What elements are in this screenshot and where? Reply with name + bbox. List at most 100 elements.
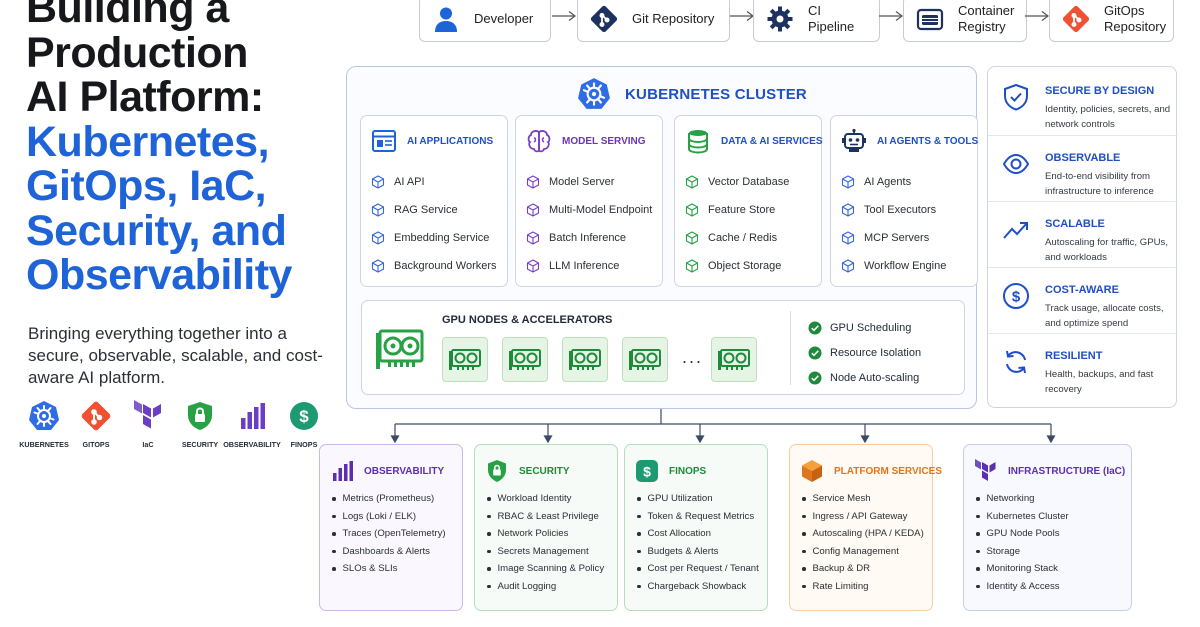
- gpu-title: GPU NODES & ACCELERATORS: [442, 314, 613, 326]
- list-item: Backup & DR: [802, 560, 924, 578]
- flow-label: Git Repository: [632, 11, 715, 26]
- gpu-card-icon: [376, 329, 424, 369]
- git-icon: [81, 401, 111, 431]
- card-security: SECURITY Workload Identity RBAC & Least …: [474, 444, 618, 611]
- card-title: FINOPS: [669, 465, 707, 477]
- refresh-icon: [1006, 350, 1026, 374]
- service-title: AI AGENTS & TOOLS: [877, 135, 979, 147]
- list-item: Audit Logging: [487, 578, 604, 596]
- feature-scalable: SCALABLE Autoscaling for traffic, GPUs, …: [988, 201, 1178, 267]
- brain-icon: [527, 130, 551, 153]
- card-finops: $ FINOPS GPU Utilization Token & Request…: [624, 444, 768, 611]
- gpu-node: [562, 337, 608, 382]
- list-item: Vector Database: [685, 168, 789, 196]
- kubernetes-icon: [29, 401, 59, 430]
- card-title: INFRASTRUCTURE (IaC): [1008, 465, 1126, 477]
- list-item: Autoscaling (HPA / KEDA): [802, 525, 924, 543]
- cube-icon: [802, 460, 822, 482]
- flow-git-repository: Git Repository: [577, 0, 730, 42]
- cluster-header: KUBERNETES CLUSTER: [577, 77, 807, 111]
- cube-icon: [841, 203, 855, 217]
- card-header: INFRASTRUCTURE (IaC): [974, 459, 1125, 483]
- kubernetes-cluster: KUBERNETES CLUSTER AI APPLICATIONS AI AP…: [346, 66, 979, 409]
- cube-icon: [841, 231, 855, 245]
- tool-observability: OBSERVABILITY: [223, 400, 281, 449]
- list-item: Secrets Management: [487, 543, 604, 561]
- cube-icon: [371, 175, 385, 189]
- tool-label: IaC: [142, 440, 154, 449]
- gpu-icon: [449, 348, 481, 370]
- registry-icon: [916, 8, 944, 31]
- card-header: PLATFORM SERVICES: [800, 459, 942, 483]
- list-item: Budgets & Alerts: [637, 543, 759, 561]
- service-header: AI APPLICATIONS: [371, 128, 493, 154]
- list-item: Background Workers: [371, 252, 497, 280]
- title-line: Kubernetes,: [26, 117, 270, 166]
- arrow-right-icon: [552, 11, 576, 21]
- item-label: LLM Inference: [549, 260, 620, 272]
- list-item: Rate Limiting: [802, 578, 924, 596]
- list-item: Multi-Model Endpoint: [526, 196, 652, 224]
- gpu-node: [622, 337, 668, 382]
- flow-developer: Developer: [419, 0, 551, 42]
- card-observability: OBSERVABILITY Metrics (Prometheus) Logs …: [319, 444, 463, 611]
- tool-security: SECURITY: [176, 400, 224, 449]
- list-item: RAG Service: [371, 196, 497, 224]
- feature-title: SCALABLE: [1045, 218, 1105, 230]
- list-item: Storage: [976, 543, 1069, 561]
- list-item: Workflow Engine: [841, 252, 946, 280]
- cube-icon: [526, 231, 540, 245]
- feature-title: RESILIENT: [1045, 350, 1103, 362]
- list-item: Object Storage: [685, 252, 789, 280]
- title-line: Production: [26, 28, 248, 77]
- list-item: Image Scanning & Policy: [487, 560, 605, 578]
- check-circle-icon: [808, 371, 822, 384]
- card-title: SECURITY: [519, 465, 570, 477]
- item-label: GPU Scheduling: [830, 321, 912, 334]
- database-icon: [688, 130, 708, 154]
- list-item: Tool Executors: [841, 196, 946, 224]
- list-item: MCP Servers: [841, 224, 946, 252]
- feature-title: OBSERVABLE: [1045, 152, 1121, 164]
- list-item: Identity & Access: [976, 578, 1069, 596]
- dollar-icon: $: [636, 460, 658, 482]
- terraform-icon: [134, 400, 161, 429]
- list-item: GPU Node Pools: [976, 525, 1069, 543]
- platform-features: SECURE BY DESIGN Identity, policies, sec…: [987, 66, 1178, 408]
- cube-icon: [526, 259, 540, 273]
- cube-icon: [526, 175, 540, 189]
- flow-label: Developer: [474, 11, 534, 26]
- list-item: Monitoring Stack: [976, 560, 1069, 578]
- service-header: DATA & AI SERVICES: [685, 128, 823, 154]
- feature-desc: Identity, policies, secrets, and network…: [1045, 104, 1171, 130]
- cube-icon: [371, 231, 385, 245]
- cube-icon: [685, 175, 699, 189]
- item-label: Multi-Model Endpoint: [549, 204, 653, 216]
- list-item: Dashboards & Alerts: [332, 543, 446, 561]
- feature-observable: OBSERVABLE End-to-end visibility from in…: [988, 135, 1178, 201]
- service-title: DATA & AI SERVICES: [721, 135, 823, 147]
- tool-finops: $ FINOPS: [280, 400, 328, 449]
- list-item: Service Mesh: [802, 490, 924, 508]
- gpu-node: [502, 337, 548, 382]
- gpu-icon: [629, 348, 661, 370]
- card-title: OBSERVABILITY: [364, 465, 445, 477]
- tool-kubernetes: KUBERNETES: [19, 400, 69, 449]
- shield-lock-icon: [488, 460, 506, 482]
- gpu-node: [711, 337, 757, 382]
- feature-desc: Health, backups, and fast recovery: [1045, 369, 1154, 395]
- feature-desc: Autoscaling for traffic, GPUs, and workl…: [1045, 237, 1168, 263]
- item-label: Background Workers: [394, 260, 497, 272]
- list-item: Cost per Request / Tenant: [637, 560, 759, 578]
- cube-icon: [685, 231, 699, 245]
- more-nodes-ellipsis: ...: [682, 347, 704, 367]
- gpu-icon: [569, 348, 601, 370]
- feature-desc: Track usage, allocate costs, and optimiz…: [1045, 303, 1164, 329]
- tool-gitops: GITOPS: [72, 400, 120, 449]
- robot-icon: [842, 128, 866, 152]
- card-infrastructure: INFRASTRUCTURE (IaC) Networking Kubernet…: [963, 444, 1132, 611]
- divider: [790, 311, 791, 385]
- title-line: Security, and: [26, 206, 287, 255]
- card-platform-services: PLATFORM SERVICES Service Mesh Ingress /…: [789, 444, 942, 611]
- feature-secure: SECURE BY DESIGN Identity, policies, sec…: [988, 69, 1178, 135]
